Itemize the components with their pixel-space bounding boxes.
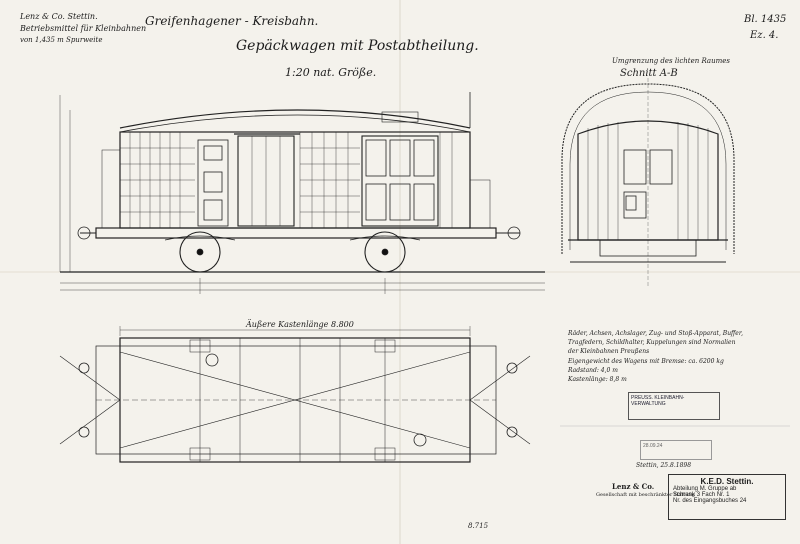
plan-view: [59, 326, 531, 463]
blue-stamp: PREUSS. KLEINBAHN- VERWALTUNG: [628, 392, 720, 420]
ked-row3-label: Nr. des Eingangsbuches: [673, 498, 739, 504]
bottom-left-number: 8.715: [468, 522, 489, 530]
note-line-3: der Kleinbahnen Preußens: [568, 348, 650, 355]
section-label: Schnitt A-B: [620, 68, 678, 79]
side-elevation: [59, 92, 545, 294]
clearance-label: Umgrenzung des lichten Raumes: [612, 57, 730, 65]
plan-length-label: Äußere Kastenlänge 8.800: [246, 320, 354, 329]
bottom-date: Stettin, 25.8.1898: [636, 462, 692, 469]
ked-row1-value: M. Gruppe ab: [699, 486, 737, 492]
note-line-6: Kastenlänge: 8,8 m: [568, 376, 627, 383]
date-stamp-value: 28.09.24: [643, 443, 663, 449]
company-sub: Gesellschaft mit beschränkter Haftung: [596, 492, 695, 498]
ked-row3-value: 24: [739, 498, 747, 504]
ked-row2b-label: Fach Nr.: [701, 492, 725, 498]
railway-name: Greifenhagener - Kreisbahn.: [145, 14, 319, 28]
note-line-5: Radstand: 4,0 m: [568, 367, 618, 374]
maker-line-2: Betriebsmittel für Kleinbahnen: [20, 24, 147, 33]
blue-stamp-line-2: VERWALTUNG: [631, 401, 666, 407]
company-name: Lenz & Co.: [612, 482, 655, 491]
date-stamp: 28.09.24: [640, 440, 712, 460]
ked-row2-label: Schrank: [673, 492, 696, 498]
note-line-1: Räder, Achsen, Achslager, Zug- und Stoß-…: [568, 330, 743, 337]
maker-line-1: Lenz & Co. Stettin.: [20, 12, 98, 21]
ked-row2-value: 3: [696, 492, 701, 498]
maker-line-3: von 1,435 m Spurweite: [20, 36, 103, 44]
blue-stamp-line-1: PREUSS. KLEINBAHN-: [631, 395, 685, 401]
sheet-number: Bl. 1435: [744, 14, 787, 25]
ked-row2b-value: 1: [726, 492, 730, 498]
copy-number: Ez. 4.: [750, 30, 779, 41]
ked-title: K.E.D. Stettin.: [700, 477, 754, 486]
drawing-scale: 1:20 nat. Größe.: [285, 66, 377, 79]
drawing-title: Gepäckwagen mit Postabtheilung.: [236, 38, 479, 54]
cross-section: [561, 78, 735, 288]
ked-stamp: K.E.D. Stettin. Abteilung M. Gruppe ab S…: [668, 474, 786, 520]
note-line-4: Eigengewicht des Wagens mit Bremse: ca. …: [568, 358, 724, 365]
ked-row1-label: Abteilung: [673, 486, 699, 492]
note-line-2: Tragfedern, Schildhalter, Kuppelungen si…: [568, 339, 736, 346]
